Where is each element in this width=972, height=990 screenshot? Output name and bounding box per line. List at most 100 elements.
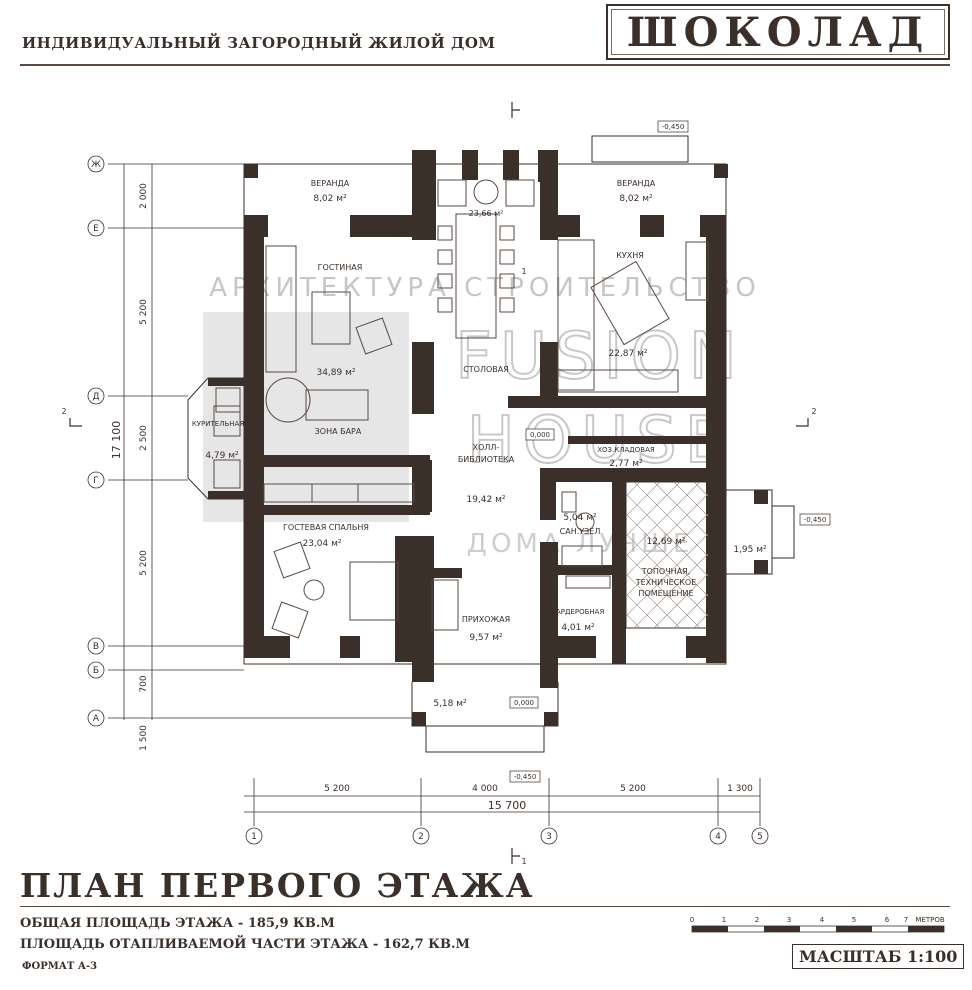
dim-h-3: 5 200 xyxy=(620,784,646,794)
thin-lines xyxy=(187,135,795,753)
dim-v-total: 17 100 xyxy=(110,421,123,460)
room-kitchen-name: КУХНЯ xyxy=(616,251,644,260)
dim-h-1: 5 200 xyxy=(324,784,350,794)
vertical-dimension-text: 2 000 5 200 2 500 5 200 700 1 500 17 100 xyxy=(110,183,149,751)
axis-label-2: 2 xyxy=(418,832,424,842)
scale-tick-1: 1 xyxy=(722,916,726,924)
dim-v-6: 1 500 xyxy=(139,725,149,751)
level-marks: -0,450 0,000 0,000 -0,450 -0,450 xyxy=(509,120,831,783)
dining-table xyxy=(455,213,497,339)
vertical-dimensions xyxy=(108,163,412,720)
level-mark-porch-north: -0,450 xyxy=(662,123,685,131)
room-guest-name: ГОСТЕВАЯ СПАЛЬНЯ xyxy=(283,523,369,532)
room-tech-name-2: ТЕХНИЧЕСКОЕ xyxy=(635,578,697,587)
section-mark-top: 1 xyxy=(521,267,526,276)
house-type-subtitle: ИНДИВИДУАЛЬНЫЙ ЗАГОРОДНЫЙ ЖИЛОЙ ДОМ xyxy=(22,34,496,52)
axis-label-4: 4 xyxy=(715,832,721,842)
room-veranda-right-area: 8,02 м² xyxy=(619,194,653,204)
axis-label-5: 5 xyxy=(757,832,763,842)
section-mark-bottom: 1 xyxy=(521,857,526,866)
watermark: АРХИТЕКТУРА СТРОИТЕЛЬСТВО FUSION HOUSE Д… xyxy=(203,273,761,559)
room-wardrobe-name: ГАРДЕРОБНАЯ xyxy=(552,608,605,616)
room-tech-area: 12,69 м² xyxy=(646,537,685,547)
room-storage-area: 2,77 м² xyxy=(609,459,643,469)
room-storage-name: ХОЗ.КЛАДОВАЯ xyxy=(597,446,655,454)
room-hall-name-1: ХОЛЛ- xyxy=(473,443,500,452)
brand-logo: ШОКОЛАД xyxy=(606,4,950,60)
room-guest-area: 23,04 м² xyxy=(302,539,341,549)
room-entry-name: ПРИХОЖАЯ xyxy=(462,615,510,624)
scale-unit: МЕТРОВ xyxy=(915,916,944,924)
watermark-line4: ДОМА ЛУЧШЕ xyxy=(467,529,694,559)
room-porch-area: 5,18 м² xyxy=(433,699,467,709)
scale-label: МАСШТАБ 1:100 xyxy=(792,944,965,969)
room-wardrobe-area: 4,01 м² xyxy=(561,623,595,633)
scale-tick-4: 4 xyxy=(820,916,825,924)
dim-v-3: 2 500 xyxy=(139,425,149,451)
room-living-name: ГОСТИНАЯ xyxy=(318,263,363,272)
axis-label-d: Д xyxy=(92,392,99,402)
scale-tick-6: 6 xyxy=(885,916,890,924)
section-mark-left: 2 xyxy=(61,407,66,416)
room-side-porch-area: 1,95 м² xyxy=(733,545,767,555)
level-mark-south: -0,450 xyxy=(514,773,537,781)
horizontal-axis-markers xyxy=(245,827,769,845)
brand-name: ШОКОЛАД xyxy=(626,8,930,56)
dim-v-2: 5 200 xyxy=(139,299,149,325)
watermark-line2: FUSION xyxy=(455,320,744,394)
dim-v-4: 5 200 xyxy=(139,550,149,576)
scale-tick-2: 2 xyxy=(755,916,759,924)
section-marks xyxy=(69,102,809,864)
heated-area-line: ПЛОЩАДЬ ОТАПЛИВАЕМОЙ ЧАСТИ ЭТАЖА - 162,7… xyxy=(20,937,470,952)
room-hall-name-2: БИБЛИОТЕКА xyxy=(458,455,515,464)
room-entry-area: 9,57 м² xyxy=(469,633,503,643)
footer-rule xyxy=(20,906,950,907)
room-smoking-name: КУРИТЕЛЬНАЯ xyxy=(192,420,245,428)
room-tech-name-1: ТОПОЧНАЯ, xyxy=(641,567,691,576)
section-mark-right: 2 xyxy=(811,407,816,416)
dim-h-2: 4 000 xyxy=(472,784,498,794)
room-kitchen-area: 22,87 м² xyxy=(608,349,647,359)
room-center-area: 23,66 м² xyxy=(469,209,504,218)
room-bar-name: ЗОНА БАРА xyxy=(315,427,362,436)
axis-label-3: 3 xyxy=(546,832,552,842)
room-veranda-left-name: ВЕРАНДА xyxy=(311,179,350,188)
furniture xyxy=(213,179,709,639)
axis-label-a: А xyxy=(93,714,100,724)
axis-label-g: Г xyxy=(93,476,99,486)
room-labels: ВЕРАНДА 8,02 м² 23,66 м² ВЕРАНДА 8,02 м²… xyxy=(192,179,767,709)
axis-label-1: 1 xyxy=(251,832,257,842)
scale-tick-0: 0 xyxy=(690,916,694,924)
horizontal-dimension-text: 5 200 4 000 5 200 1 300 15 700 xyxy=(324,784,753,812)
level-mark-porch: 0,000 xyxy=(514,699,534,707)
room-living-area: 34,89 м² xyxy=(316,368,355,378)
watermark-line1: АРХИТЕКТУРА СТРОИТЕЛЬСТВО xyxy=(209,273,761,303)
axis-label-e: Е xyxy=(93,224,99,234)
total-area-line: ОБЩАЯ ПЛОЩАДЬ ЭТАЖА - 185,9 КВ.М xyxy=(20,916,335,931)
dim-h-4: 1 300 xyxy=(727,784,753,794)
scale-tick-5: 5 xyxy=(852,916,856,924)
bed xyxy=(349,561,399,621)
vertical-axis-labels: Ж Е Д Г В Б А xyxy=(91,160,101,724)
header-rule xyxy=(20,64,950,66)
room-veranda-right-name: ВЕРАНДА xyxy=(617,179,656,188)
dim-v-5: 700 xyxy=(139,675,149,692)
sheet-format: ФОРМАТ А-3 xyxy=(22,961,98,972)
horizontal-axis-labels: 1 2 3 4 5 xyxy=(251,832,763,842)
sofa xyxy=(265,245,297,373)
dim-h-total: 15 700 xyxy=(488,799,527,812)
room-hall-area: 19,42 м² xyxy=(466,495,505,505)
dim-v-1: 2 000 xyxy=(139,183,149,209)
room-bath-area: 5,04 м² xyxy=(563,513,597,523)
level-mark-hall: 0,000 xyxy=(530,431,550,439)
axis-label-b: Б xyxy=(93,666,99,676)
scale-bar: 0 1 2 3 4 5 6 7 МЕТРОВ xyxy=(690,916,945,933)
plan-title: ПЛАН ПЕРВОГО ЭТАЖА xyxy=(20,866,535,905)
room-bath-name: САН.УЗЕЛ xyxy=(560,527,601,536)
kitchen-table xyxy=(590,260,670,346)
room-dining-name: СТОЛОВАЯ xyxy=(463,365,509,374)
scale-tick-7: 7 xyxy=(904,916,908,924)
axis-label-v: В xyxy=(93,642,99,652)
horizontal-dimensions xyxy=(244,778,761,826)
